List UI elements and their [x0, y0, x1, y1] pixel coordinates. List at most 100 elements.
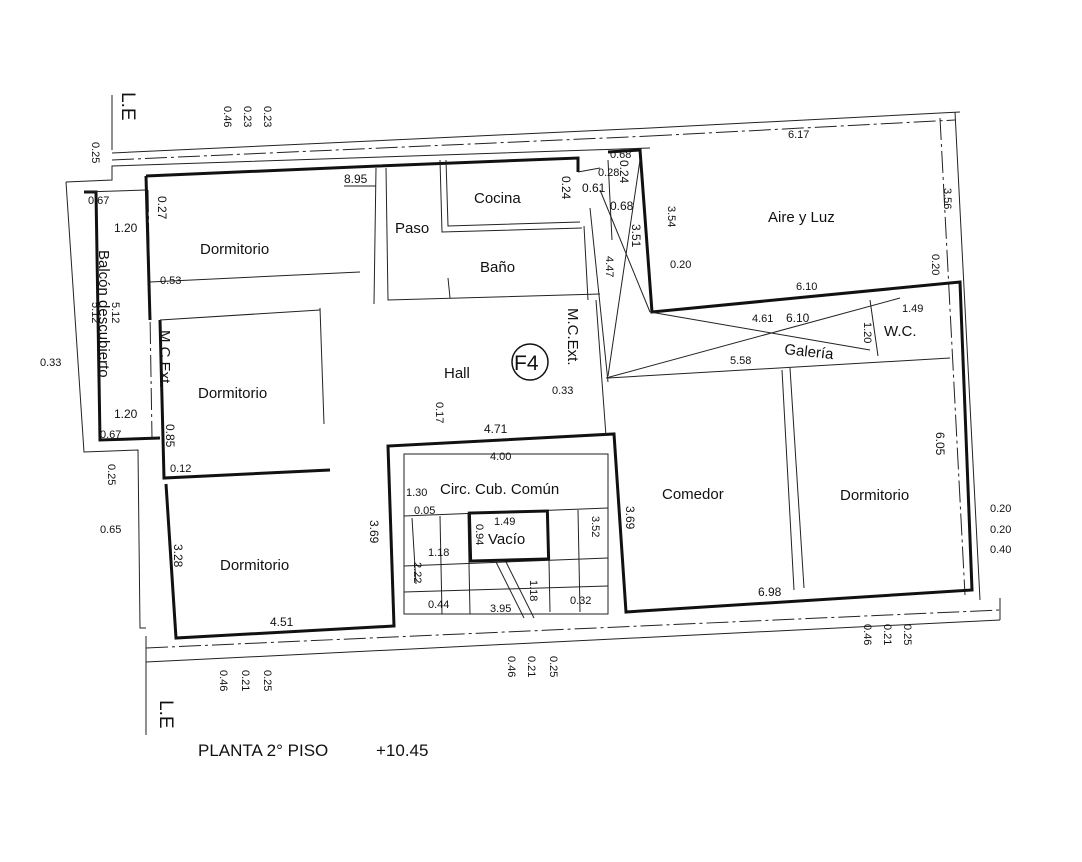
dim-label: 0.68	[610, 149, 631, 161]
dim-label: 3.52	[589, 516, 601, 537]
dim-label: 6.05	[933, 432, 947, 456]
dim-label: 3.56	[941, 188, 953, 209]
room-dormitorio-nw: Dormitorio	[200, 241, 269, 258]
dim-label: 6.10	[786, 311, 810, 325]
dim-label: 6.98	[758, 585, 782, 599]
dim-label: 0.44	[428, 599, 449, 611]
dim-label: 3.51	[629, 224, 643, 248]
dim-label: 5.58	[730, 355, 751, 367]
dim-label: 5.12	[109, 302, 121, 323]
facade-lines	[65, 111, 1001, 663]
dim-label: 0.21	[525, 656, 537, 677]
dim-label: 0.20	[670, 259, 691, 271]
dim-label: 2.22	[411, 562, 423, 583]
mc-ext-left: M.C.Ext.	[156, 330, 173, 388]
dim-label: 0.32	[570, 595, 591, 607]
room-dormitorio-e: Dormitorio	[840, 487, 909, 504]
dim-label: 0.33	[40, 357, 61, 369]
dim-label: 0.21	[881, 624, 893, 645]
property-line-label-top: L.E	[117, 92, 138, 121]
room-dormitorio-sw: Dormitorio	[220, 557, 289, 574]
room-aire-luz: Aire y Luz	[768, 209, 835, 226]
mc-ext-right: M.C.Ext.	[564, 308, 581, 366]
dim-label: 3.28	[171, 544, 185, 568]
dim-label: 4.51	[270, 615, 294, 629]
dim-label: 0.46	[861, 624, 873, 645]
dim-label: 1.20	[114, 407, 138, 421]
dim-label: 1.49	[902, 303, 923, 315]
dim-label: 0.20	[929, 254, 941, 275]
dim-label: 0.61	[582, 181, 606, 195]
room-circ-comun: Circ. Cub. Común	[440, 481, 559, 498]
wall-outline	[144, 148, 974, 640]
dim-label: 3.54	[665, 206, 677, 227]
dim-label: 0.46	[221, 106, 233, 127]
property-line-marks	[111, 95, 147, 735]
plan-title: PLANTA 2° PISO	[198, 741, 328, 760]
dim-label: 0.20	[990, 503, 1011, 515]
common-circulation	[403, 453, 609, 619]
room-wc: W.C.	[884, 323, 917, 340]
dim-label: 0.21	[239, 670, 251, 691]
room-paso: Paso	[395, 220, 429, 237]
dim-label: 0.25	[89, 142, 101, 163]
dim-label: 0.68	[610, 199, 634, 213]
dim-label: 0.28	[598, 167, 619, 179]
unit-tag-circle	[511, 343, 549, 381]
dim-label: 0.46	[217, 670, 229, 691]
dim-label: 0.25	[547, 656, 559, 677]
dim-label: 5.12	[89, 302, 101, 323]
dim-label: 0.27	[155, 196, 169, 220]
plan-level: +10.45	[376, 741, 428, 760]
dim-label: 0.85	[163, 424, 177, 448]
dim-label: 6.10	[796, 281, 817, 293]
dim-label: 0.46	[505, 656, 517, 677]
dim-label: 0.24	[617, 160, 631, 184]
dim-label: 4.00	[490, 451, 511, 463]
room-bano: Baño	[480, 259, 515, 276]
dim-label: 4.61	[752, 313, 773, 325]
dim-label: 1.49	[494, 516, 515, 528]
dim-label: 0.23	[261, 106, 273, 127]
dim-label: 0.24	[559, 176, 573, 200]
dim-label: 0.67	[88, 195, 109, 207]
dim-label: 4.47	[603, 256, 615, 277]
dim-label: 0.20	[990, 524, 1011, 536]
dim-label: 4.71	[484, 422, 508, 436]
dim-label: 0.12	[170, 463, 191, 475]
dim-label: 0.53	[160, 275, 181, 287]
room-comedor: Comedor	[662, 486, 724, 503]
dim-label: 0.05	[414, 505, 435, 517]
dim-label: 3.69	[623, 506, 637, 530]
dim-label: 3.69	[367, 520, 381, 544]
dimensions: 8.95 6.17 0.24 0.28 0.61 0.68 0.24 0.68 …	[40, 106, 1011, 691]
light-shaft-lines	[589, 159, 901, 383]
dim-label: 1.20	[114, 221, 138, 235]
room-cocina: Cocina	[474, 190, 521, 207]
dim-label: 3.95	[490, 603, 511, 615]
balcony-label: Balcón descubierto	[95, 250, 112, 378]
dim-label: 1.18	[428, 547, 449, 559]
dim-label: 0.23	[241, 106, 253, 127]
dim-label: 0.40	[990, 544, 1011, 556]
dim-label: 0.94	[473, 524, 485, 545]
room-dormitorio-w: Dormitorio	[198, 385, 267, 402]
dim-label: 0.25	[105, 464, 117, 485]
dim-label: 6.17	[788, 129, 809, 141]
unit-tag: F4	[514, 352, 539, 375]
dim-label: 0.25	[261, 670, 273, 691]
dim-label: 0.25	[901, 624, 913, 645]
dim-label: 0.67	[100, 429, 121, 441]
dim-label: 0.65	[100, 524, 121, 536]
dim-label: 0.33	[552, 385, 573, 397]
dim-label: 1.20	[861, 322, 873, 343]
room-galeria: Galería	[784, 341, 835, 363]
room-vacio: Vacío	[488, 531, 525, 548]
dim-label: 8.95	[344, 172, 368, 186]
dim-label: 1.30	[406, 487, 427, 499]
dim-label: 1.18	[527, 580, 539, 601]
room-hall: Hall	[444, 365, 470, 382]
dim-label: 0.17	[433, 402, 445, 423]
property-line-label-bottom: L.E	[155, 700, 176, 729]
